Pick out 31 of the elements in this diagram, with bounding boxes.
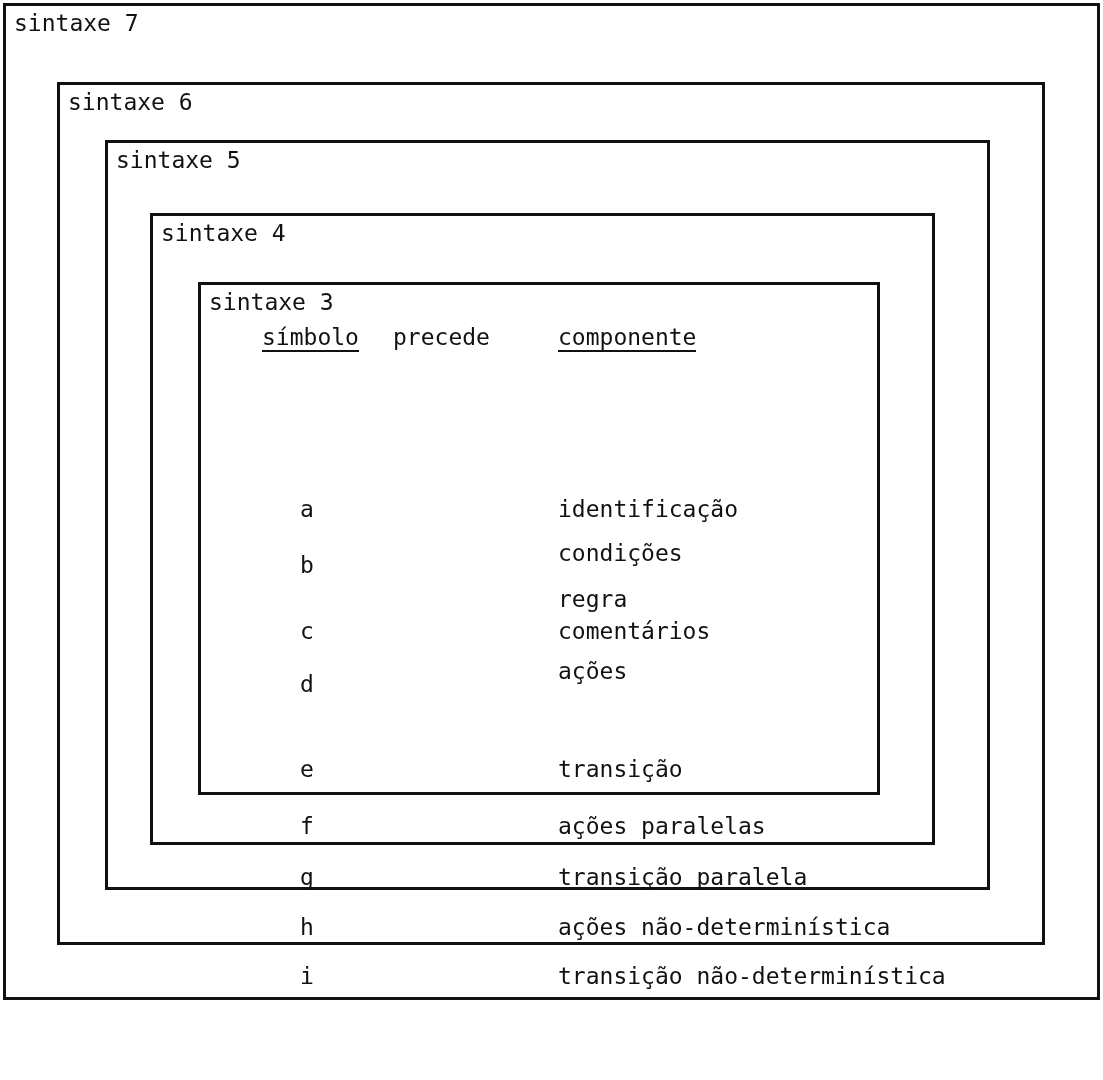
component-name: ações xyxy=(558,658,628,684)
column-header: símbolo xyxy=(262,324,359,352)
component-name: condições xyxy=(558,540,683,566)
nested-box xyxy=(150,213,935,845)
component-name: ações paralelas xyxy=(558,813,766,839)
symbol-letter: b xyxy=(300,552,314,578)
nested-box xyxy=(198,282,880,795)
box-title: sintaxe 5 xyxy=(116,147,241,173)
box-title: sintaxe 6 xyxy=(68,89,193,115)
box-title: sintaxe 4 xyxy=(161,220,286,246)
component-name: comentários xyxy=(558,618,711,644)
column-header: precede xyxy=(393,324,490,350)
symbol-letter: i xyxy=(300,963,314,989)
box-title: sintaxe 3 xyxy=(209,289,334,315)
component-name: identificação xyxy=(558,496,738,522)
component-name: transição xyxy=(558,756,683,782)
symbol-letter: a xyxy=(300,496,314,522)
nested-box xyxy=(3,3,1100,1000)
nested-box xyxy=(57,82,1045,945)
symbol-letter: h xyxy=(300,914,314,940)
column-header: componente xyxy=(558,324,697,352)
component-name: regra xyxy=(558,586,628,612)
nested-box xyxy=(105,140,990,890)
box-title: sintaxe 7 xyxy=(14,10,139,36)
symbol-letter: c xyxy=(300,618,314,644)
component-name: ações não-determinística xyxy=(558,914,891,940)
component-name: transição não-determinística xyxy=(558,963,946,989)
symbol-letter: e xyxy=(300,756,314,782)
component-name: transição paralela xyxy=(558,864,808,890)
symbol-letter: d xyxy=(300,671,314,697)
symbol-letter: f xyxy=(300,813,314,839)
